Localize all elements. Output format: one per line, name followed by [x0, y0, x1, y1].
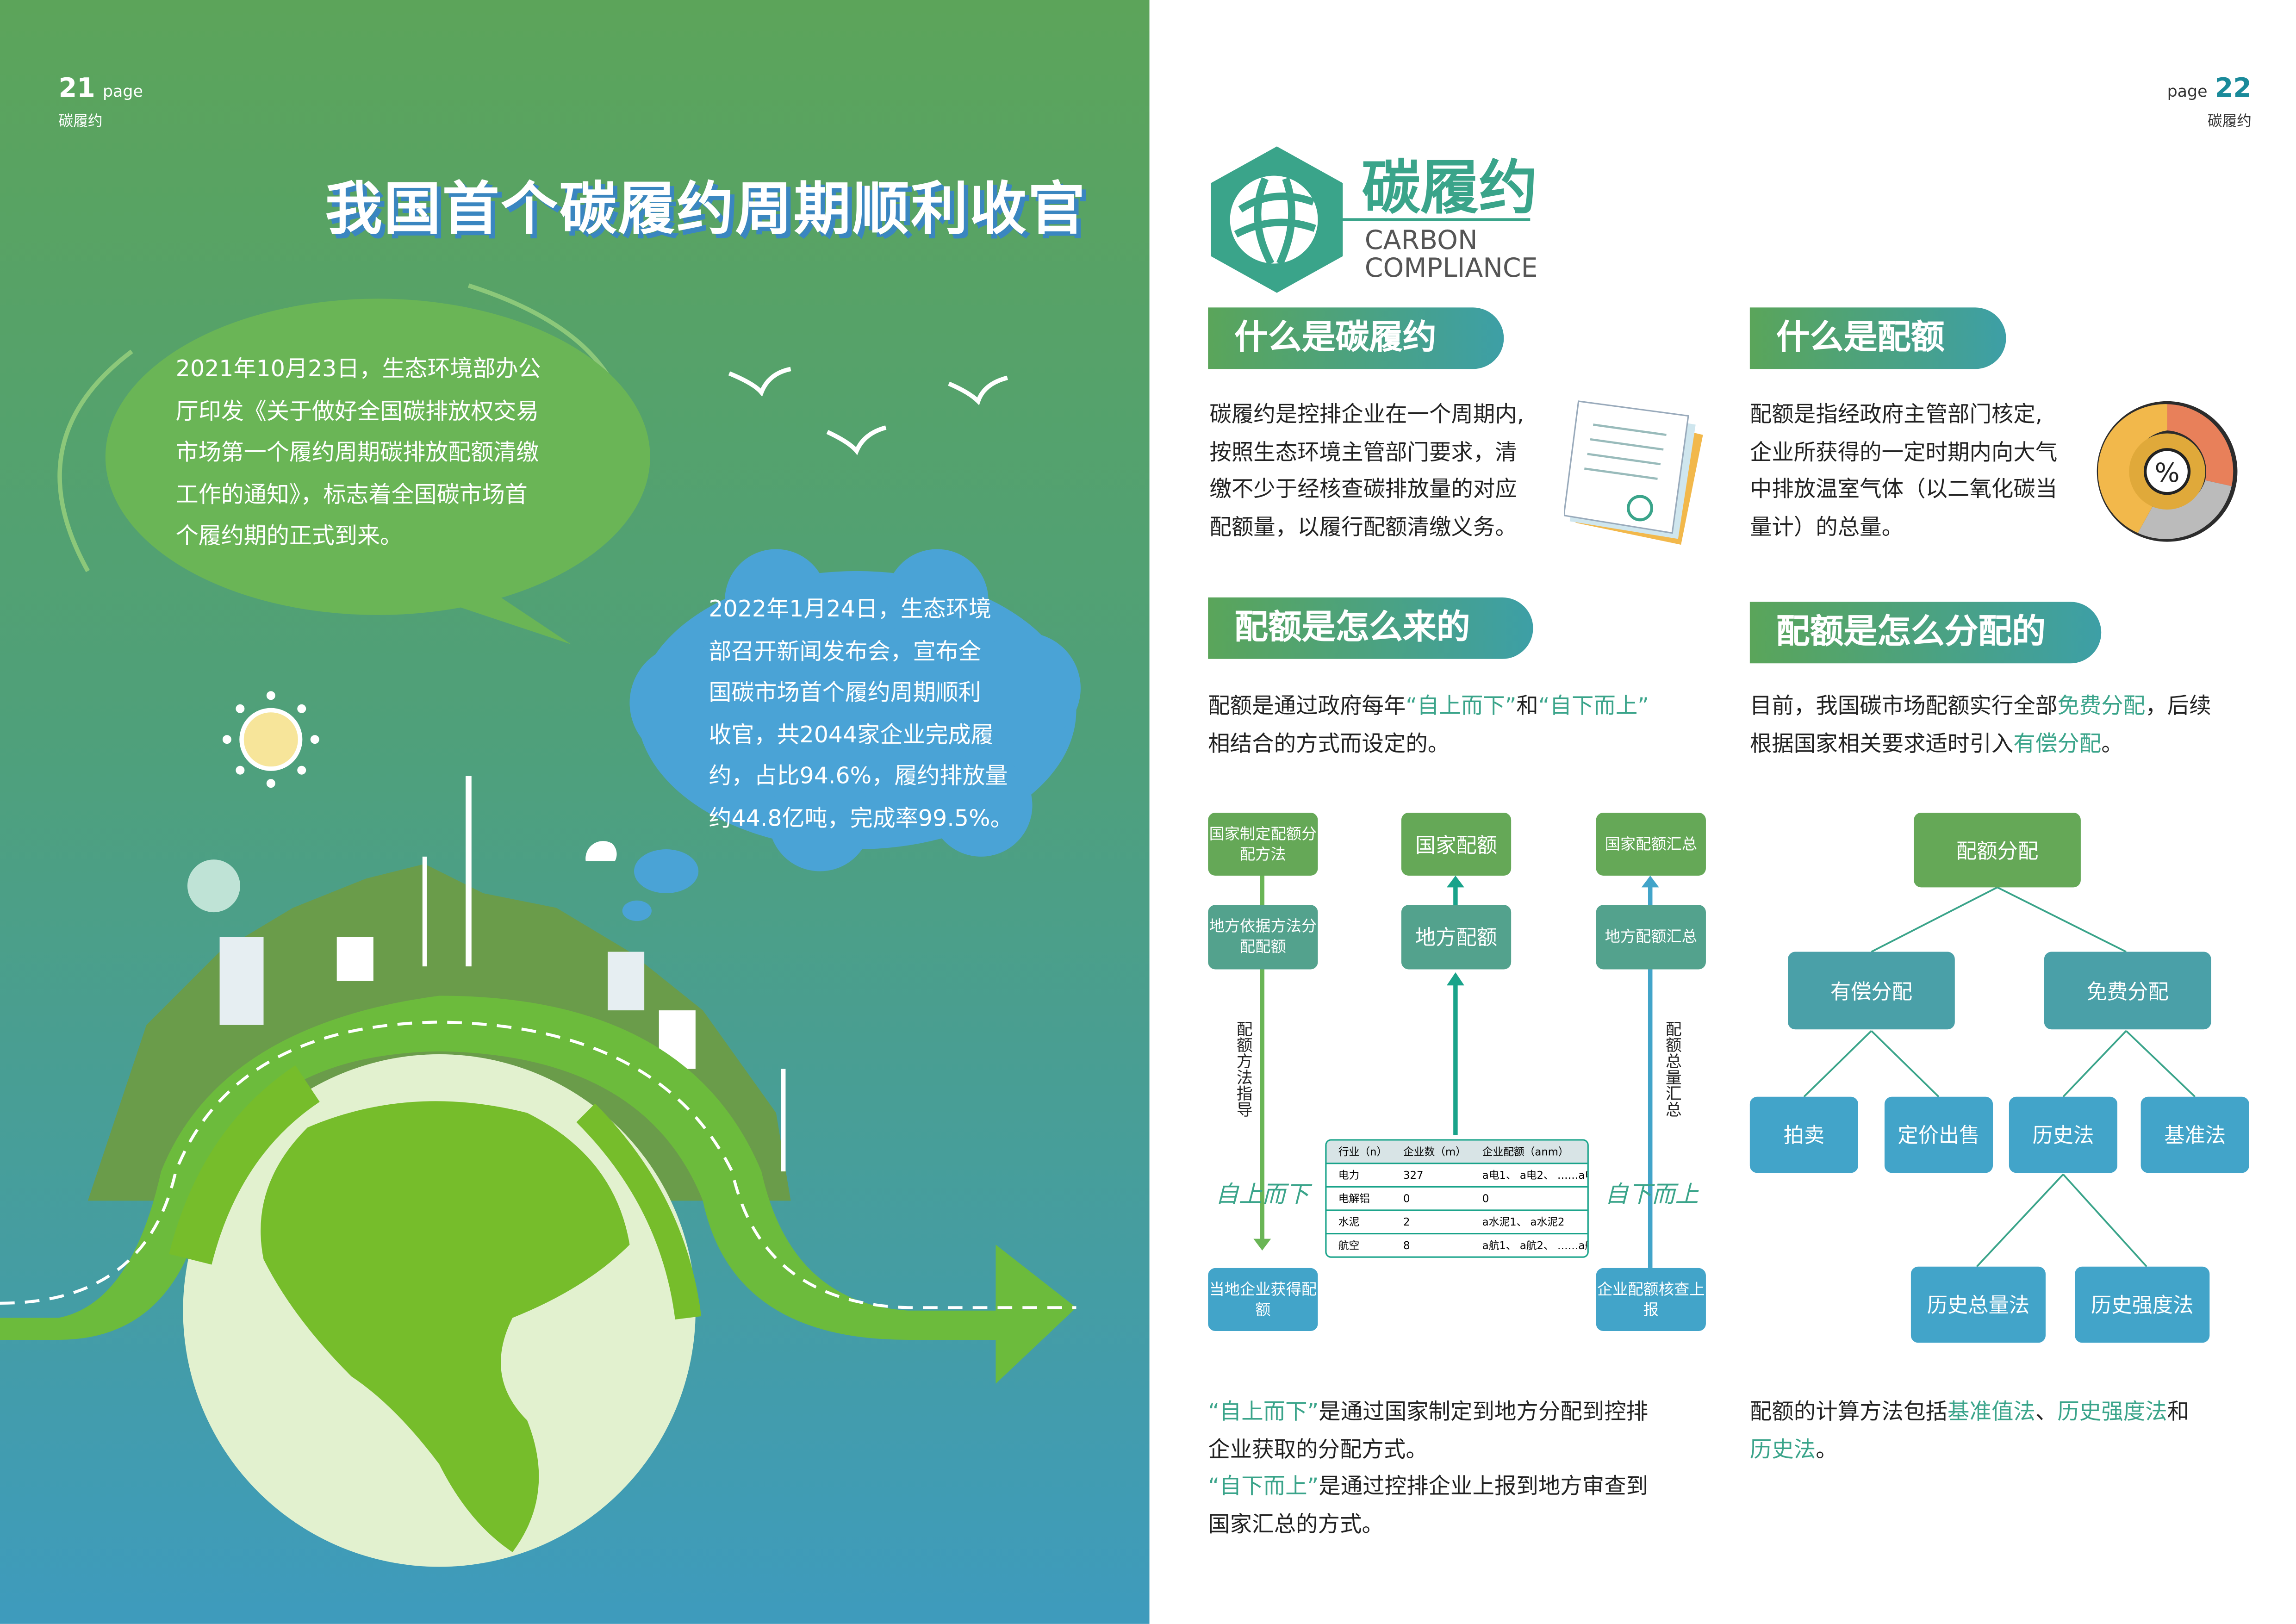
table-header: 行业（n） 企业数（m） 企业配额（anm） [1326, 1140, 1587, 1164]
arrow-up-icon [1641, 876, 1659, 888]
logo-globe-icon [1211, 146, 1343, 293]
flow-box-national-quota: 国家配额 [1401, 812, 1512, 876]
document-icon [1564, 400, 1703, 545]
label-total-summary: 配额总量汇总 [1663, 1020, 1683, 1118]
page-number-right: page 22 碳履约 [2167, 73, 2252, 131]
section-title-what-is-compliance: 什么是碳履约 [1208, 307, 1504, 369]
section-title-what-is-quota: 什么是配额 [1749, 307, 2006, 369]
percent-donut-icon: % [2097, 401, 2238, 542]
flow-box-enterprise-report: 企业配额核查上报 [1596, 1268, 1706, 1331]
flow-box-local-summary: 地方配额汇总 [1596, 905, 1706, 970]
quota-allocation-description: 目前，我国碳市场配额实行全部免费分配，后续根据国家相关要求适时引入有偿分配。 [1749, 692, 2211, 757]
speech-cloud-blue [622, 549, 1081, 921]
label-method-guidance: 配额方法指导 [1234, 1020, 1254, 1118]
flow-box-national-method: 国家制定配额分配方法 [1208, 812, 1318, 876]
tree-node-benchmark: 基准法 [2140, 1096, 2249, 1173]
tree-node-free: 免费分配 [2044, 952, 2211, 1030]
birds-icon [728, 367, 1008, 455]
section-title-quota-origin: 配额是怎么来的 [1208, 597, 1533, 659]
speech-bubble-green [105, 299, 650, 615]
bubble-text-2021: 2021年10月23日，生态环境部办公 厅印发《关于做好全国碳排放权交易 市场第… [175, 355, 541, 549]
section-title-quota-allocation: 配额是怎么分配的 [1749, 602, 2102, 664]
tree-node-auction: 拍卖 [1749, 1096, 1858, 1173]
bubble-text-2022: 2022年1月24日，生态环境 部召开新闻发布会，宣布全 国碳市场首个履约周期顺… [709, 596, 1013, 831]
arrow-up-icon [1446, 972, 1464, 986]
tree-node-fixed-price: 定价出售 [1884, 1096, 1993, 1173]
logo-title: 碳履约 [1362, 155, 1538, 223]
calculation-methods-text: 配额的计算方法包括基准值法、历史强度法和历史法。 [1749, 1398, 2190, 1462]
page-title: 我国首个碳履约周期顺利收官 [325, 177, 1087, 243]
tree-node-historical-intensity: 历史强度法 [2075, 1266, 2210, 1343]
tree-connectors [1803, 886, 2196, 1268]
tree-node-paid: 有偿分配 [1788, 952, 1955, 1030]
illustration [0, 283, 1081, 1567]
logo-subtitle: CARBON COMPLIANCE [1364, 225, 1538, 284]
cloud-icon [585, 841, 617, 861]
tree-node-historical: 历史法 [2009, 1096, 2117, 1173]
quota-description: 配额是指经政府主管部门核定, 企业所获得的一定时期内向大气 中排放温室气体（以二… [1749, 401, 2058, 540]
right-page [1149, 0, 2296, 1624]
svg-text:%: % [2155, 458, 2180, 488]
flow-box-local-allocate: 地方依据方法分配配额 [1208, 905, 1318, 970]
tree-node-quota-allocation: 配额分配 [1914, 812, 2081, 888]
earth-globe-icon [169, 1054, 702, 1567]
label-top-down: 自上而下 [1215, 1180, 1309, 1208]
label-bottom-up: 自下而上 [1605, 1180, 1699, 1208]
road-dashes [0, 1020, 1076, 1309]
sun-icon [222, 691, 319, 788]
tree-node-historical-total: 历史总量法 [1910, 1266, 2046, 1343]
bubble-tail [439, 585, 571, 645]
flow-explanation: “自上而下”是通过国家制定到地方分配到控排 企业获取的分配方式。 “自下而上”是… [1208, 1398, 1649, 1537]
compliance-description: 碳履约是控排企业在一个周期内, 按照生态环境主管部门要求，清 缴不少于经核查碳排… [1209, 401, 1524, 540]
flow-box-local-enterprise: 当地企业获得配额 [1208, 1268, 1318, 1331]
flow-box-national-summary: 国家配额汇总 [1596, 812, 1706, 876]
logo-divider [1339, 218, 1531, 221]
arrow-up-icon [1446, 876, 1464, 888]
leaf-globe-icon [187, 859, 240, 913]
quota-origin-description: 配额是通过政府每年“自上而下”和“自下而上”相结合的方式而设定的。 [1208, 692, 1649, 757]
flow-box-local-quota: 地方配额 [1401, 905, 1512, 970]
left-page: 21 page 碳履约 我国首个碳履约周期顺利收官 [0, 0, 1150, 1624]
page-number-left: 21 page 碳履约 [58, 73, 143, 131]
arrow-down-icon [1253, 1238, 1271, 1251]
bubble-swoosh [57, 349, 133, 572]
